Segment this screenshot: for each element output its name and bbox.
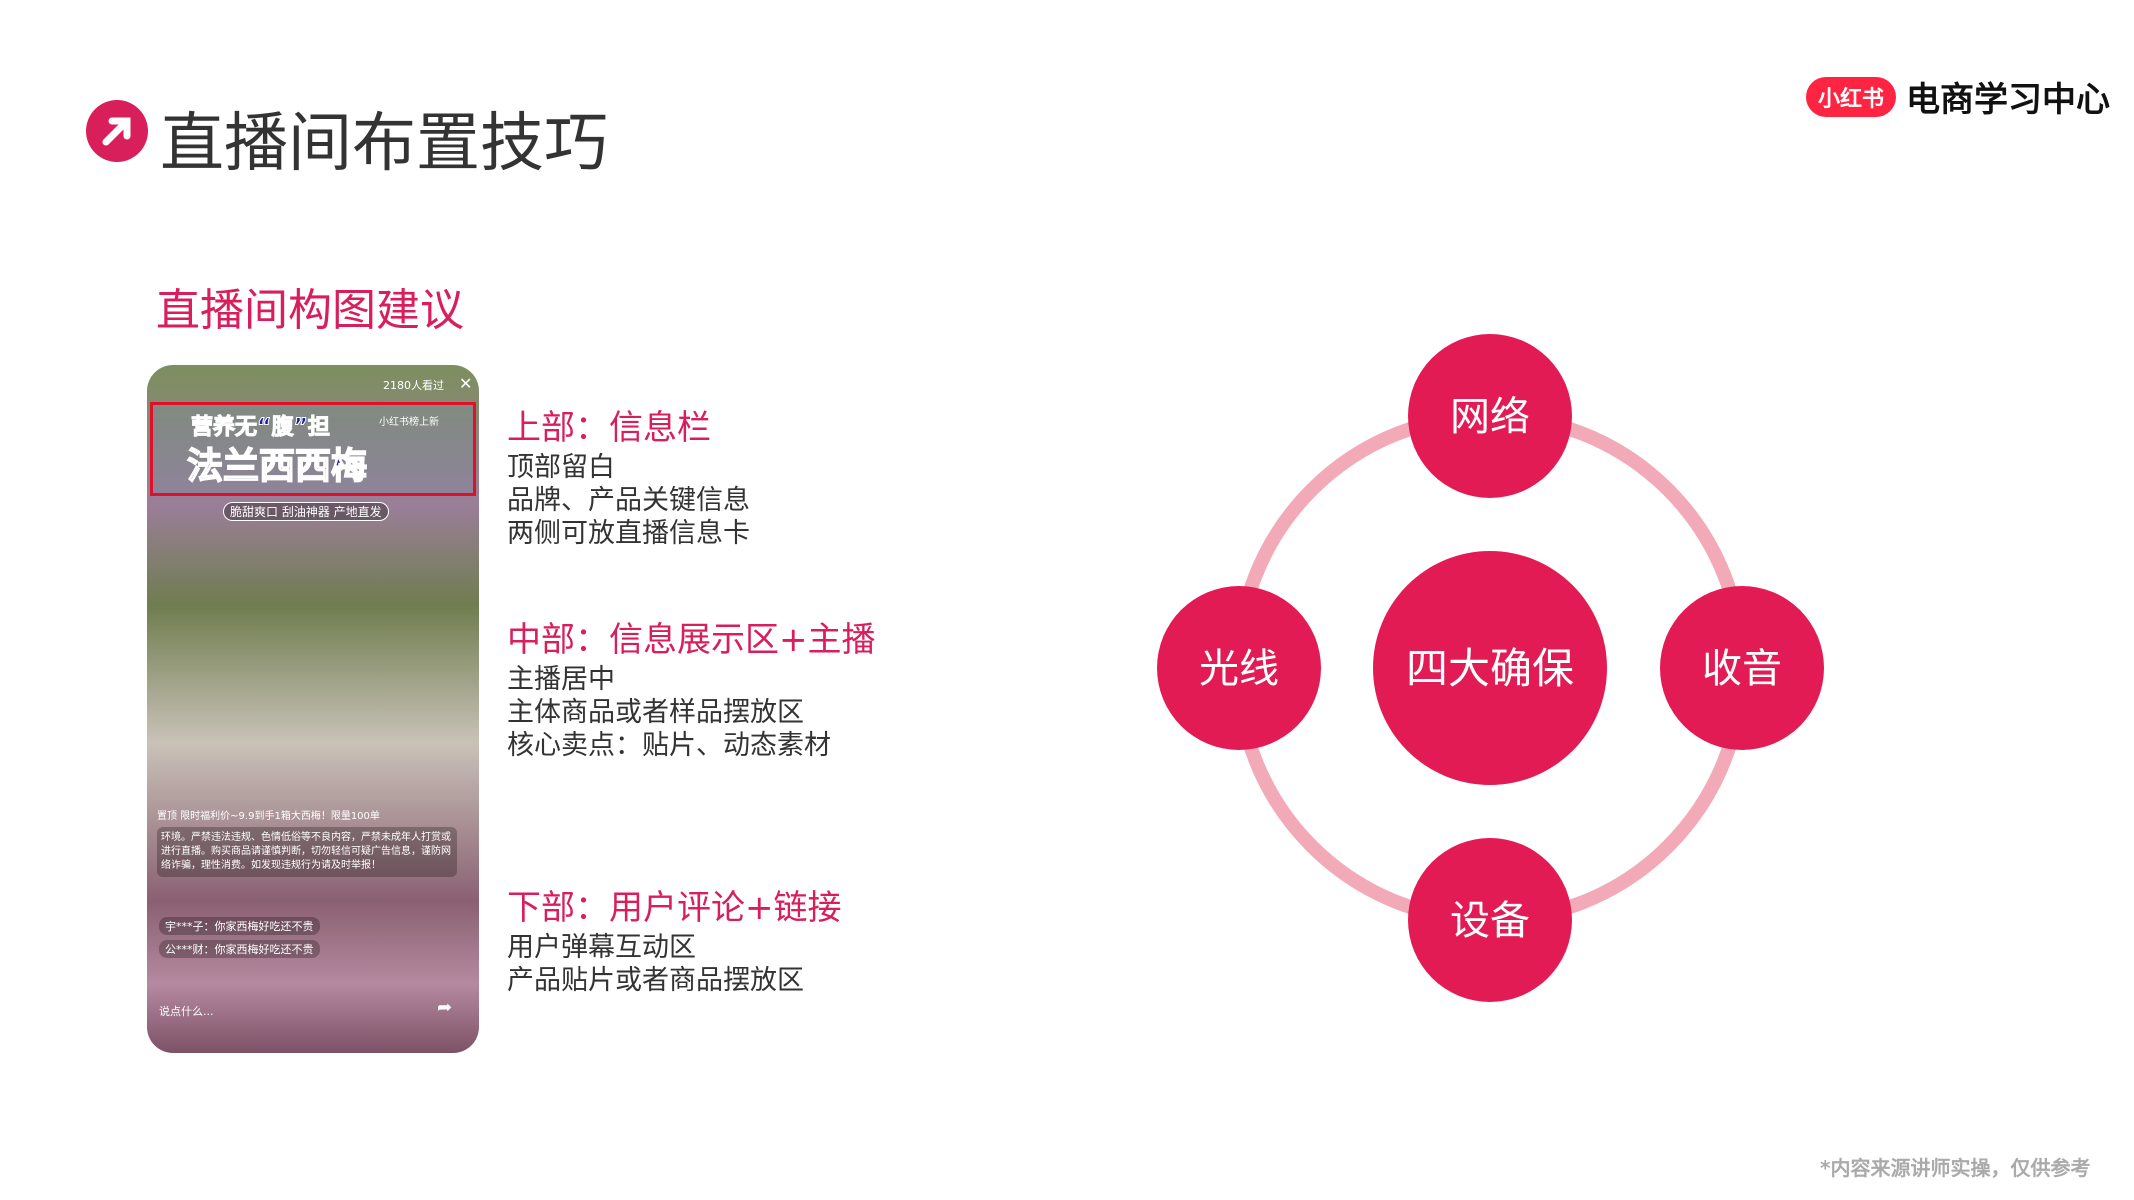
info-bar-highlight (150, 402, 476, 496)
section-subtitle: 直播间构图建议 (156, 285, 464, 336)
live-room-screenshot: 2180人看过 ✕ 营养无“腹”担 小红书榜上新 法兰西西梅 脆甜爽口 刮油神器… (147, 365, 479, 1053)
logo-badge: 小红书 (1806, 76, 1897, 117)
center-label: 四大确保 (1406, 644, 1574, 693)
tagline: 脆甜爽口 刮油神器 产地直发 (223, 502, 389, 521)
top-card: 小红书榜上新 (379, 417, 439, 428)
arrow-up-right-icon (86, 100, 148, 162)
section-top: 上部：信息栏 顶部留白 品牌、产品关键信息 两侧可放直播信息卡 (507, 400, 750, 550)
section-heading: 下部：用户评论+链接 (507, 888, 842, 928)
section-line: 品牌、产品关键信息 (507, 485, 750, 516)
viewer-count: 2180人看过 (383, 379, 444, 392)
center-node (1373, 551, 1607, 785)
pinned-message: 置顶 限时福利价~9.9到手1箱大西梅！限量100单 (157, 811, 380, 822)
section-line: 主播居中 (507, 664, 615, 695)
section-heading: 中部：信息展示区+主播 (507, 620, 876, 660)
section-bottom: 下部：用户评论+链接 用户弹幕互动区 产品贴片或者商品摆放区 (507, 880, 842, 997)
section-heading: 上部：信息栏 (507, 408, 711, 448)
section-line: 两侧可放直播信息卡 (507, 518, 750, 549)
node-lighting (1157, 586, 1321, 750)
node-equipment (1408, 838, 1572, 1002)
node-label: 收音 (1702, 646, 1782, 692)
logo: 小红书 电商学习中心 (1806, 72, 2110, 121)
section-line: 核心卖点：贴片、动态素材 (507, 730, 831, 761)
section-line: 用户弹幕互动区 (507, 932, 696, 963)
page-title: 直播间布置技巧 (160, 107, 608, 181)
host-figure (212, 545, 412, 785)
node-network (1408, 334, 1572, 498)
product-title: 法兰西西梅 (186, 445, 368, 488)
footer-note: *内容来源讲师实操，仅供参考 (1820, 1156, 2091, 1180)
brand-line: 营养无“腹”担 (191, 415, 331, 441)
four-assurances-diagram: 四大确保 网络 光线 收音 设备 (1157, 334, 1824, 1002)
section-line: 产品贴片或者商品摆放区 (507, 965, 804, 996)
section-line: 顶部留白 (507, 452, 615, 483)
node-label: 设备 (1450, 898, 1530, 944)
node-label: 网络 (1450, 394, 1530, 440)
share-icon[interactable]: ➦ (437, 997, 453, 1018)
notice: 环境。严禁违法违规、色情低俗等不良内容，严禁未成年人打赏或进行直播。购买商品请谨… (157, 827, 457, 877)
close-icon: ✕ (459, 374, 473, 393)
node-label: 光线 (1199, 646, 1279, 692)
node-audio (1660, 586, 1824, 750)
comment-input[interactable]: 说点什么... (159, 1005, 214, 1018)
section-line: 主体商品或者样品摆放区 (507, 697, 804, 728)
comment: 公***财：你家西梅好吃还不贵 (159, 940, 320, 958)
section-middle: 中部：信息展示区+主播 主播居中 主体商品或者样品摆放区 核心卖点：贴片、动态素… (507, 612, 876, 762)
logo-text: 电商学习中心 (1906, 80, 2111, 120)
comment: 宇***子：你家西梅好吃还不贵 (159, 917, 320, 935)
